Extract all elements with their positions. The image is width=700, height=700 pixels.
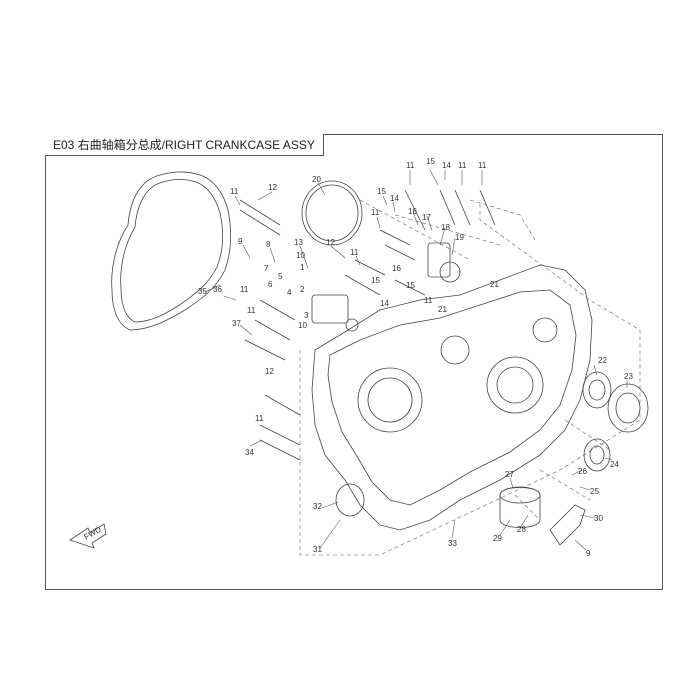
fwd-label: FWD (83, 525, 103, 542)
callout-24: 24 (610, 460, 619, 469)
callout-5: 5 (278, 272, 283, 281)
crankcase-inner-wall (327, 289, 577, 506)
callout-11: 11 (424, 296, 433, 305)
leader-lines (204, 169, 628, 551)
callout-16: 16 (392, 264, 401, 273)
bushing-top (499, 486, 541, 504)
bracket-30 (549, 504, 586, 546)
callout-37: 37 (232, 319, 241, 328)
callout-8: 8 (266, 240, 271, 249)
oil-seal (582, 371, 612, 409)
callout-7: 7 (264, 264, 269, 273)
shaft-bore (532, 317, 558, 343)
callout-10: 10 (296, 251, 305, 260)
callout-16: 16 (408, 207, 417, 216)
crankcase-gasket (111, 171, 232, 331)
callout-14: 14 (442, 161, 451, 170)
callout-19: 19 (455, 233, 464, 242)
fwd-arrow: FWD (69, 523, 107, 549)
diagram-frame (45, 134, 663, 590)
callout-11: 11 (478, 161, 487, 170)
cover-gasket (301, 180, 363, 246)
callout-1: 1 (300, 263, 305, 272)
callout-15: 15 (377, 187, 386, 196)
callout-21: 21 (438, 305, 447, 314)
callout-26: 26 (578, 467, 587, 476)
callout-28: 28 (517, 525, 526, 534)
seal-32 (335, 483, 365, 517)
callout-11: 11 (255, 414, 264, 423)
callout-15: 15 (426, 157, 435, 166)
valve-bore (440, 335, 470, 365)
callout-21: 21 (490, 280, 499, 289)
callout-17: 17 (422, 213, 431, 222)
callout-11: 11 (230, 187, 239, 196)
callout-36: 36 (213, 285, 222, 294)
callout-11: 11 (371, 208, 380, 217)
callout-34: 34 (245, 448, 254, 457)
crank-bore (357, 367, 423, 433)
callout-31: 31 (313, 545, 322, 554)
small-bearing-inner (589, 445, 605, 465)
callout-14: 14 (380, 299, 389, 308)
callout-23: 23 (624, 372, 633, 381)
callout-11: 11 (247, 306, 256, 315)
callout-10: 10 (298, 321, 307, 330)
callout-9: 9 (586, 549, 591, 558)
oil-seal-inner (588, 379, 606, 401)
callout-33: 33 (448, 539, 457, 548)
callout-20: 20 (312, 175, 321, 184)
main-bearing-inner (615, 392, 641, 424)
crank-bore-inner (367, 377, 413, 423)
assembly-guide-3 (514, 419, 611, 521)
oil-pump-body (311, 294, 349, 324)
crankcase-body (311, 264, 593, 531)
assembly-guide (299, 200, 641, 556)
assembly-guide-2 (359, 199, 536, 261)
callout-11: 11 (350, 248, 359, 257)
main-bore (486, 356, 544, 414)
callout-15: 15 (371, 276, 380, 285)
callout-15: 15 (406, 281, 415, 290)
callout-3: 3 (304, 311, 309, 320)
callout-22: 22 (598, 356, 607, 365)
callout-11: 11 (406, 161, 415, 170)
oil-pump-gear (345, 318, 359, 332)
callout-12: 12 (326, 238, 335, 247)
callout-12: 12 (268, 183, 277, 192)
cover-gasket-inner (305, 184, 359, 242)
callout-9: 9 (238, 237, 243, 246)
callout-35: 35 (198, 287, 207, 296)
callout-labels: 20 12 11 11 15 14 11 11 15 14 11 16 17 1… (198, 157, 633, 558)
callout-11: 11 (240, 285, 249, 294)
callout-11: 11 (458, 161, 467, 170)
callout-32: 32 (313, 502, 322, 511)
diagram-title: E03 右曲轴箱分总成/RIGHT CRANKCASE ASSY (45, 134, 324, 156)
tensioner-seal (439, 261, 461, 283)
callout-25: 25 (590, 487, 599, 496)
main-bore-inner (496, 366, 534, 404)
bushing (499, 487, 541, 528)
callout-30: 30 (594, 514, 603, 523)
chain-tensioner (427, 242, 451, 278)
callout-27: 27 (505, 470, 514, 479)
callout-4: 4 (287, 288, 292, 297)
callout-6: 6 (268, 280, 273, 289)
callout-14: 14 (390, 194, 399, 203)
bolt-group (239, 189, 496, 461)
callout-29: 29 (493, 534, 502, 543)
callout-12: 12 (265, 367, 274, 376)
gasket-inner-edge (120, 178, 224, 323)
small-bearing (583, 438, 611, 472)
callout-2: 2 (300, 285, 305, 294)
callout-13: 13 (294, 238, 303, 247)
main-bearing (607, 383, 649, 433)
callout-18: 18 (441, 223, 450, 232)
